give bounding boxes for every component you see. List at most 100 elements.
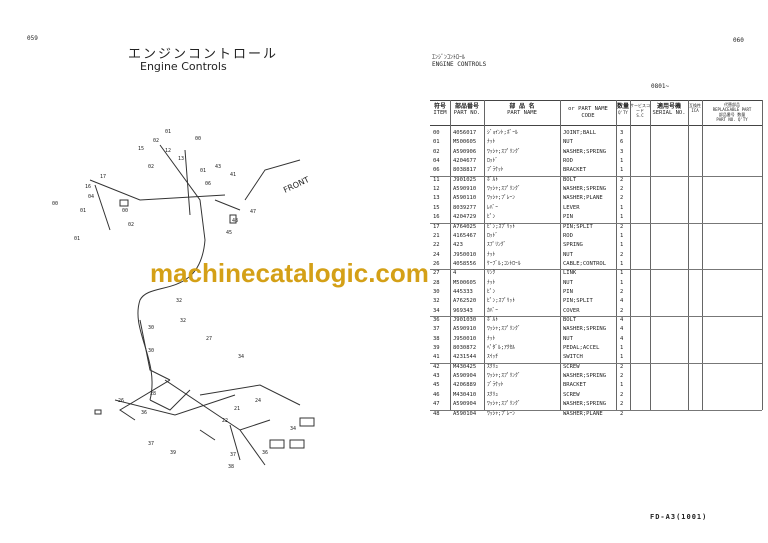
cell-part-no: 4165467	[453, 232, 477, 239]
cell-name: ﾋﾟﾝ	[487, 214, 496, 221]
cell-part-no: M500605	[453, 279, 477, 286]
callout-label: 15	[138, 146, 144, 152]
cell-item: 39	[433, 345, 440, 352]
cell-code: NUT	[563, 251, 573, 258]
cell-name: ﾛｯﾄﾞ	[487, 158, 499, 165]
diagram-part-outline	[139, 319, 171, 381]
front-direction-label: FRONT	[282, 175, 311, 195]
cell-part-no: 4058556	[453, 260, 477, 267]
cell-name: ﾋﾟﾝ;ｽﾌﾟﾘｯﾄ	[487, 223, 516, 230]
callout-label: 28	[150, 391, 156, 397]
cell-qty: 4	[620, 326, 624, 333]
callout-label: 02	[153, 138, 159, 144]
cell-name: ﾚﾊﾞｰ	[487, 204, 499, 211]
cell-qty: 1	[620, 214, 624, 221]
cell-name: ﾅｯﾄ	[487, 279, 496, 286]
callout-label: 39	[170, 450, 176, 456]
diagram-component	[299, 417, 315, 427]
cell-name: ﾜｯｼｬ;ﾌﾟﾚｰﾝ	[487, 195, 516, 202]
cell-item: 13	[433, 195, 440, 202]
cell-qty: 2	[620, 373, 624, 380]
cell-code: CABLE;CONTROL	[563, 260, 607, 267]
callout-label: 02	[148, 164, 154, 170]
left-page-number: 059	[27, 35, 38, 42]
cell-qty: 1	[620, 167, 624, 174]
cell-qty: 2	[620, 307, 624, 314]
group-divider	[430, 316, 762, 318]
diagram-part-outline	[229, 424, 241, 461]
cell-item: 15	[433, 204, 440, 211]
cell-part-no: A590906	[453, 148, 477, 155]
cell-qty: 1	[620, 260, 624, 267]
callout-label: 13	[178, 156, 184, 162]
cell-code: ROD	[563, 232, 573, 239]
cell-qty: 1	[620, 242, 624, 249]
cell-part-no: 4231544	[453, 354, 477, 361]
diagram-part-outline	[199, 384, 301, 406]
cell-code: NUT	[563, 139, 573, 146]
cell-qty: 2	[620, 176, 624, 183]
cell-part-no: A590904	[453, 373, 477, 380]
group-divider	[430, 175, 762, 177]
cell-part-no: 8038817	[453, 167, 477, 174]
cell-name: ﾅｯﾄ	[487, 139, 496, 146]
cell-part-no: A762520	[453, 298, 477, 305]
callout-label: 24	[255, 398, 261, 404]
cell-part-no: A590910	[453, 186, 477, 193]
cell-qty: 2	[620, 288, 624, 295]
diagram-component	[229, 214, 237, 224]
title-en: Engine Controls	[140, 60, 227, 73]
cell-code: WASHER;PLANE	[563, 195, 603, 202]
cell-item: 22	[433, 242, 440, 249]
cell-part-no: 8030872	[453, 345, 477, 352]
callout-label: 12	[165, 148, 171, 154]
callout-label: 37	[230, 452, 236, 458]
diagram-part-outline	[239, 429, 266, 466]
cell-code: LEVER	[563, 204, 580, 211]
cell-part-no: 4056017	[453, 130, 477, 136]
cell-part-no: A590104	[453, 410, 477, 417]
cell-code: NUT	[563, 335, 573, 342]
cell-qty: 4	[620, 335, 624, 342]
diagram-component	[289, 439, 305, 449]
cell-name: ｼﾞｮｲﾝﾄ;ﾎﾞｰﾙ	[487, 130, 518, 136]
callout-label: 00	[122, 208, 128, 214]
callout-label: 21	[234, 406, 240, 412]
cell-code: SPRING	[563, 242, 583, 249]
callout-label: 34	[238, 354, 244, 360]
cell-item: 16	[433, 214, 440, 221]
cell-code: WASHER;SPRING	[563, 373, 607, 380]
cell-code: COVER	[563, 307, 580, 314]
cell-item: 01	[433, 139, 440, 146]
callout-label: 43	[215, 164, 221, 170]
callout-label: 01	[80, 208, 86, 214]
diagram-part-outline	[137, 239, 206, 401]
diagram-part-outline	[89, 179, 226, 201]
cell-part-no: 445333	[453, 288, 473, 295]
cell-name: ｽｸﾘｭ	[487, 391, 499, 398]
cell-code: BRACKET	[563, 382, 587, 389]
cell-qty: 2	[620, 186, 624, 193]
cell-code: WASHER;SPRING	[563, 148, 607, 155]
cell-item: 17	[433, 223, 440, 230]
callout-label: 38	[228, 464, 234, 470]
cell-name: ｽｲｯﾁ	[487, 354, 499, 361]
callout-label: 22	[222, 418, 228, 424]
